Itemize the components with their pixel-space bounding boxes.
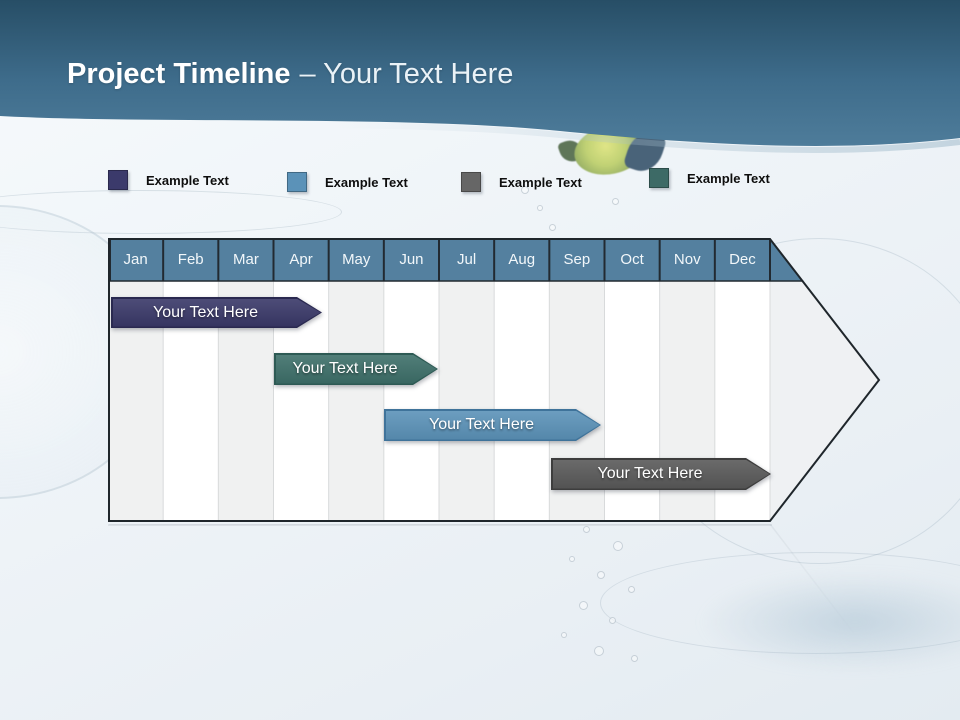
legend-item-2: Example Text	[287, 172, 408, 192]
month-header-jul: Jul	[456, 251, 477, 268]
legend-swatch-navy	[108, 170, 128, 190]
month-header-aug: Aug	[508, 251, 536, 268]
bubble	[631, 655, 638, 662]
arrow-head-region	[770, 281, 879, 521]
legend-swatch-teal	[649, 168, 669, 188]
legend-label: Example Text	[687, 170, 770, 186]
bubble	[561, 632, 567, 638]
timeline-bar-2-label: Your Text Here	[276, 355, 437, 384]
month-header-feb: Feb	[177, 251, 204, 268]
chart-reflection-band	[108, 524, 772, 526]
timeline-bar-1-label: Your Text Here	[113, 299, 321, 327]
legend-item-4: Example Text	[649, 168, 770, 188]
arrow-outline	[108, 238, 881, 522]
month-header-oct: Oct	[620, 251, 644, 268]
bubble	[549, 224, 556, 231]
legend-item-1: Example Text	[108, 170, 229, 190]
bubble	[594, 646, 604, 656]
month-header-sep: Sep	[563, 251, 591, 268]
timeline-bar-4-label: Your Text Here	[553, 460, 770, 489]
timeline-bar-1: Your Text Here	[111, 297, 322, 328]
glass-rim-decoration	[0, 190, 342, 234]
legend-swatch-gray	[461, 172, 481, 192]
legend-label: Example Text	[499, 174, 582, 190]
header-wave-band	[0, 0, 960, 153]
month-header-band	[109, 239, 804, 281]
timeline-bar-4: Your Text Here	[551, 458, 771, 490]
wave-shape	[0, 0, 960, 146]
legend-label: Example Text	[146, 172, 229, 188]
bubble	[569, 556, 575, 562]
month-header-nov: Nov	[673, 251, 701, 268]
bubble	[583, 526, 590, 533]
month-header-jun: Jun	[399, 251, 424, 268]
month-header-dec: Dec	[729, 251, 756, 268]
bubble	[579, 601, 588, 610]
timeline-bar-2: Your Text Here	[274, 353, 438, 385]
timeline-chart: Jan Feb Mar Apr May Jun Jul Aug Sep Oct …	[108, 238, 882, 524]
wave-highlight	[0, 117, 960, 153]
month-header-mar: Mar	[232, 251, 259, 268]
chart-reflection	[109, 524, 880, 674]
bubble	[521, 186, 529, 194]
page-title: Project Timeline– Your Text Here	[67, 58, 513, 91]
bubble	[597, 571, 605, 579]
timeline-bar-3: Your Text Here	[384, 409, 601, 441]
timeline-bar-3-label: Your Text Here	[386, 411, 600, 440]
bubble	[628, 586, 635, 593]
legend-swatch-blue	[287, 172, 307, 192]
bubble	[612, 198, 619, 205]
title-subtitle: – Your Text Here	[299, 58, 514, 90]
legend-label: Example Text	[325, 174, 408, 190]
month-header-jan: Jan	[123, 251, 148, 268]
bubble	[609, 617, 616, 624]
bubble	[613, 541, 623, 551]
title-main: Project Timeline	[67, 58, 291, 90]
month-header-may: May	[342, 251, 371, 268]
legend-item-3: Example Text	[461, 172, 582, 192]
bubble	[537, 205, 543, 211]
month-header-apr: Apr	[289, 251, 313, 268]
